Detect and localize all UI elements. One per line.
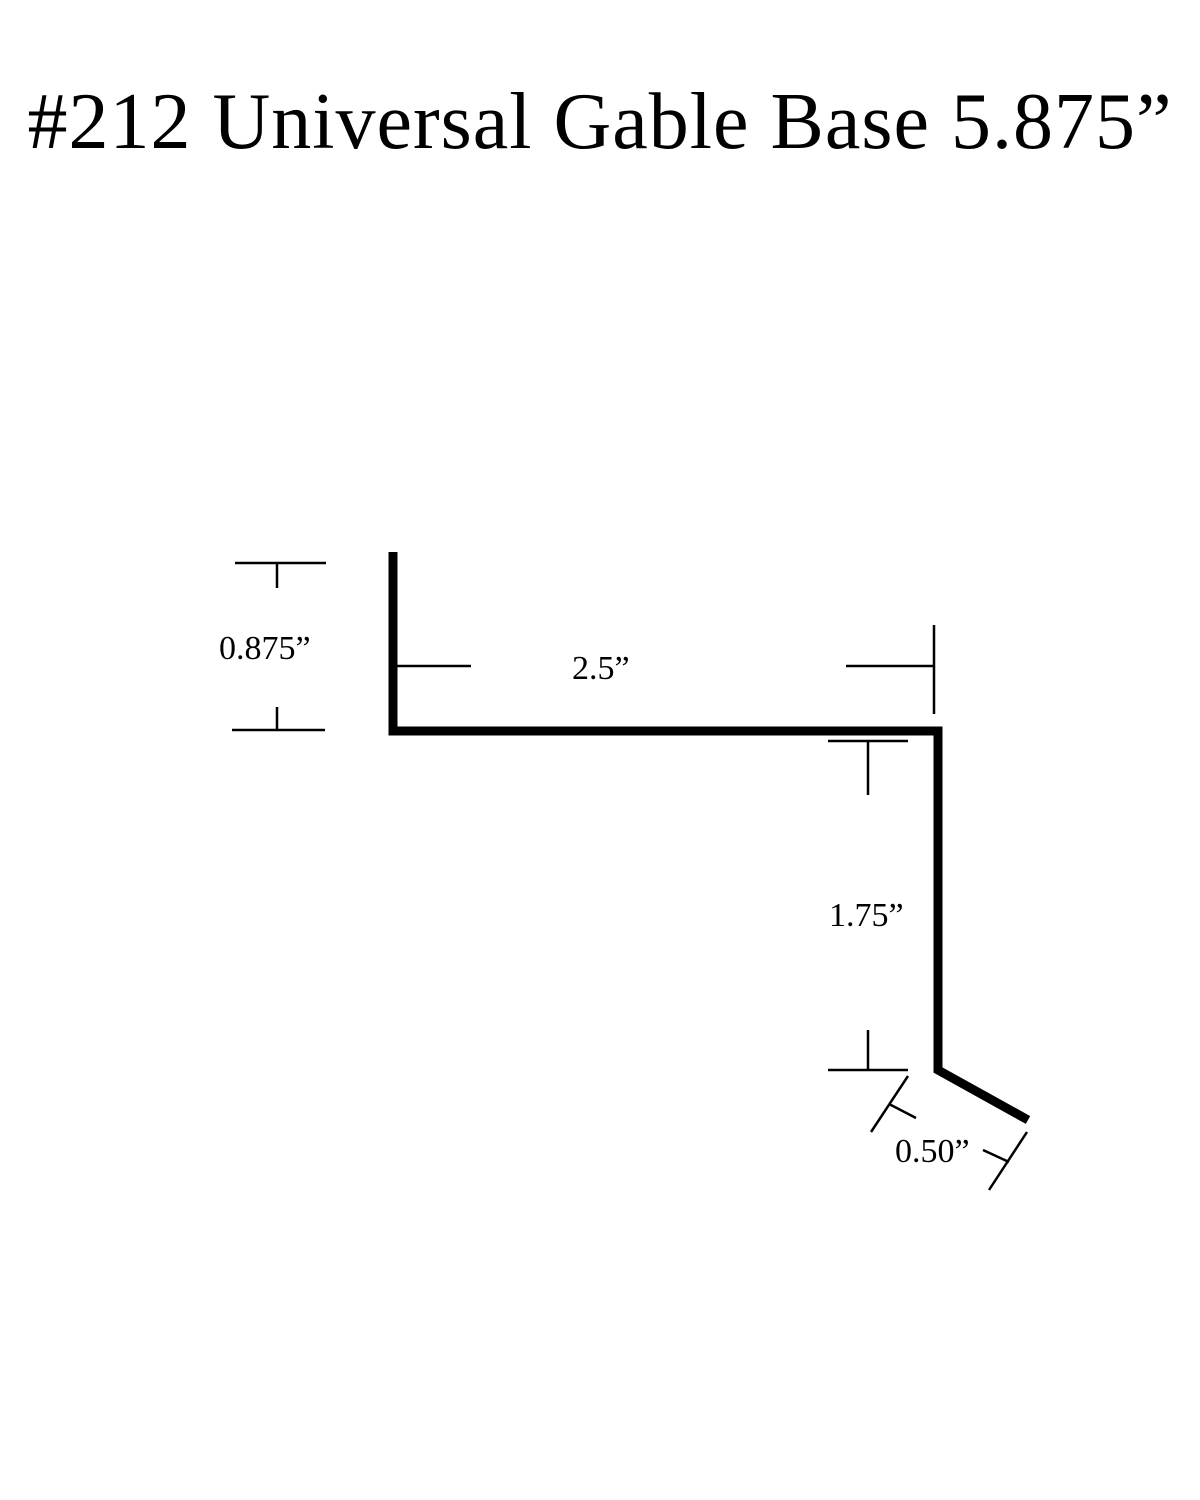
- page-title: #212 Universal Gable Base 5.875”: [27, 78, 1173, 166]
- dimension-kick: [869, 1075, 1029, 1191]
- label-kick: 0.50”: [895, 1133, 970, 1170]
- dimension-base-width: [396, 625, 936, 714]
- label-drop: 1.75”: [829, 897, 904, 934]
- label-base-width: 2.5”: [572, 650, 630, 687]
- dimension-drop: [828, 739, 908, 1072]
- label-top-flange: 0.875”: [219, 630, 311, 667]
- profile-outline: [388, 552, 1031, 1124]
- dimension-top-flange: [232, 561, 326, 732]
